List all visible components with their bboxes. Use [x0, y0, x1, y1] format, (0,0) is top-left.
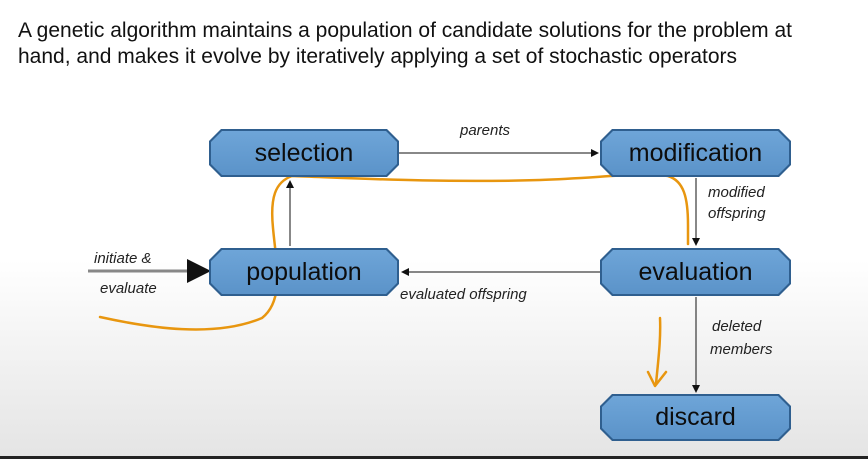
node-population: population: [209, 248, 399, 296]
node-population-label: population: [211, 250, 397, 294]
label-evaluated-offspring: evaluated offspring: [400, 286, 527, 303]
label-initiate: initiate &: [94, 250, 152, 267]
label-members: members: [710, 341, 773, 358]
bottom-border: [0, 456, 868, 459]
node-modification: modification: [600, 129, 791, 177]
intro-text: A genetic algorithm maintains a populati…: [18, 19, 792, 68]
node-selection: selection: [209, 129, 399, 177]
annotation-orange-loop: [98, 173, 690, 331]
label-offspring: offspring: [708, 205, 766, 222]
label-deleted: deleted: [712, 318, 762, 335]
node-modification-label: modification: [602, 131, 789, 175]
annotation-orange-arrow: [646, 316, 668, 388]
label-evaluate: evaluate: [100, 280, 157, 297]
node-evaluation: evaluation: [600, 248, 791, 296]
label-parents: parents: [460, 122, 511, 139]
label-modified: modified: [708, 184, 765, 201]
node-evaluation-label: evaluation: [602, 250, 789, 294]
node-discard-label: discard: [602, 396, 789, 439]
node-selection-label: selection: [211, 131, 397, 175]
node-discard: discard: [600, 394, 791, 441]
